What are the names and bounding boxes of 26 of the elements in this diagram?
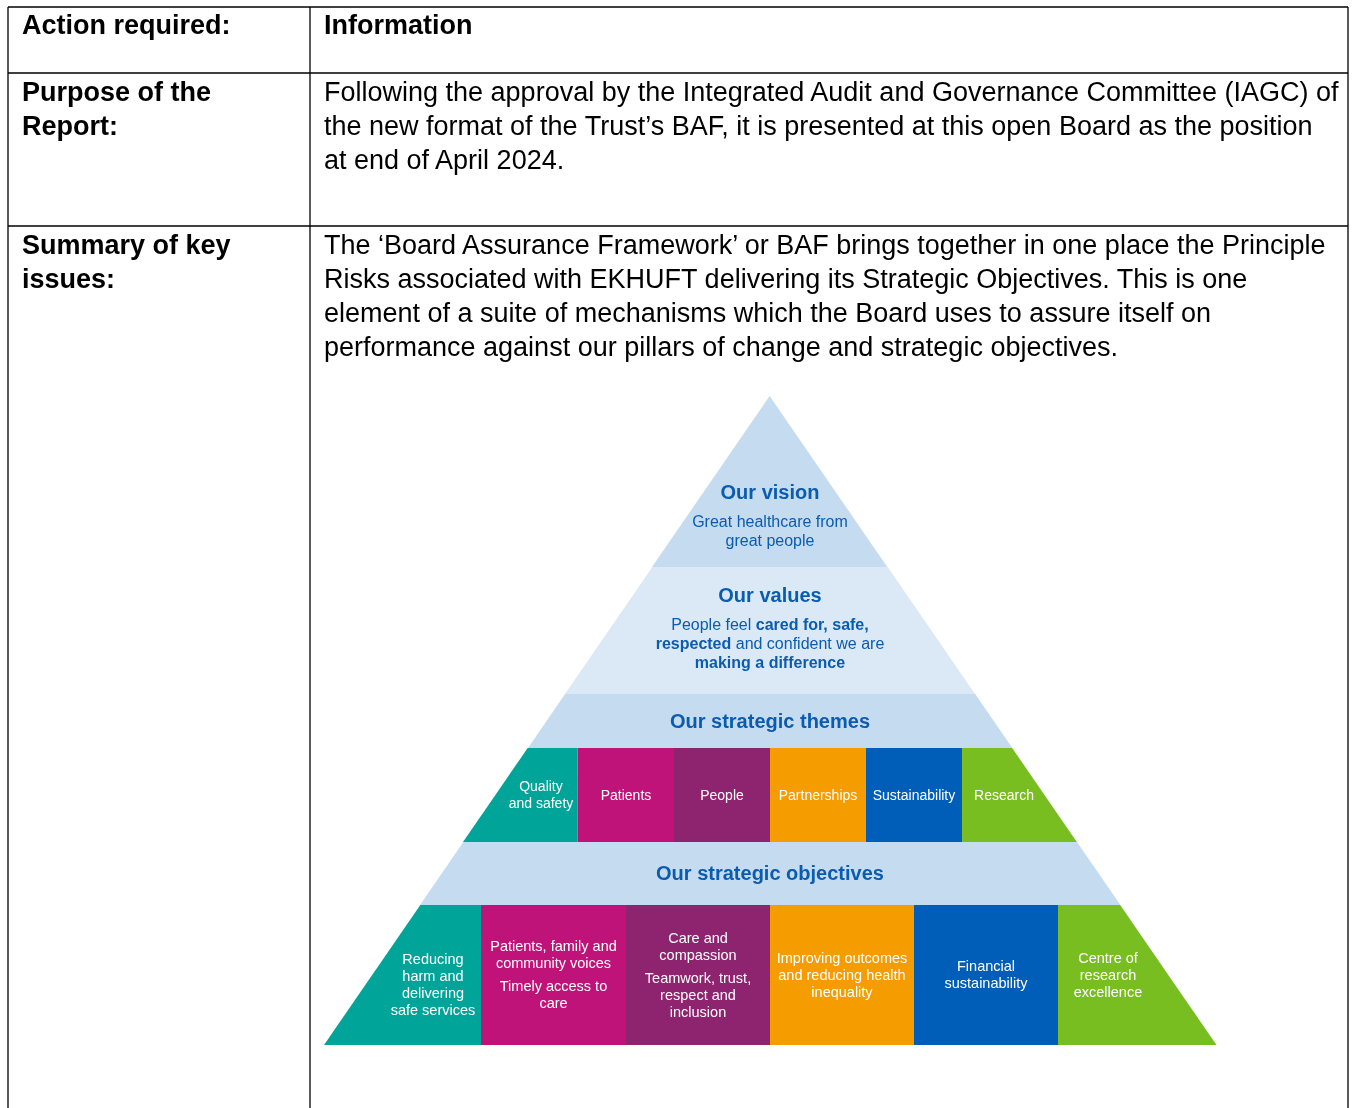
theme-label: Research — [974, 786, 1034, 804]
objective-text: Timely access to care — [498, 978, 609, 1012]
theme-label: Sustainability — [872, 786, 956, 804]
objective-text: Teamwork, trust, respect and inclusion — [643, 969, 753, 1021]
cell-text: The ‘Board Assurance Framework’ or BAF brings together in one place the Principle Risks associated with EKHUFT delivering its Strategic Objectives. This is one element of a suite of mechanisms which the Board uses to assure itself on performance against our pillars of change and strategic objectives. — [324, 229, 1327, 364]
band-heading: Our strategic themes — [669, 709, 870, 733]
theme-label: Partnerships — [778, 786, 858, 804]
cell-text: Following the approval by the Integrated Audit and Governance Committee (IAGC) of the new format of the Trust’s BAF, it is presented at this open Board as the position at end of April 2024. — [324, 76, 1339, 177]
row-heading: Action required: — [22, 9, 232, 42]
band-text: Great healthcare from great people — [691, 512, 849, 550]
objective-text: Centre of research excellence — [1072, 949, 1144, 1001]
row-heading: Purpose of the Report: — [22, 76, 212, 143]
objective-text: Care and compassion — [658, 929, 738, 964]
objective-text: Improving outcomes and reducing health inequality — [775, 949, 909, 1001]
band-text: People feel cared for, safe, respected and confident we are making a difference — [654, 614, 886, 672]
cell-text: Information — [324, 9, 474, 42]
objective-text: Patients, family and community voices — [489, 938, 618, 972]
row-heading: Summary of key issues: — [22, 229, 232, 296]
theme-label: People — [700, 786, 744, 804]
band-heading: Our vision — [720, 480, 820, 504]
objective-text: Reducing harm and delivering safe services — [389, 951, 477, 1019]
band-heading: Our values — [718, 582, 822, 607]
theme-label: Quality and safety — [508, 778, 574, 812]
band-heading: Our strategic objectives — [656, 861, 884, 885]
theme-label: Patients — [600, 786, 652, 804]
objective-text: Financial sustainability — [943, 958, 1029, 992]
